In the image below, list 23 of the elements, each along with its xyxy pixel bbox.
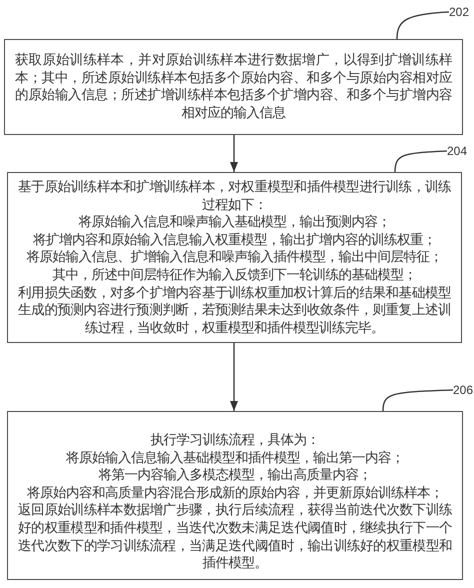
leader-line [396,11,450,40]
arrow [230,135,238,172]
leader-line [394,150,448,172]
process-box [7,172,462,343]
step-text: 将原始输入信息和噪声输入基础模型，输出预测内容； [78,214,392,232]
process-box [4,39,463,135]
step-text: 其中，所述中间层特征作为输入反馈到下一轮训练的基础模型； [52,266,418,285]
process-box [7,411,463,580]
step-text: 执行学习训练流程，具体为： [150,432,320,450]
step-text: 利用损失函数，对多个扩增内容基于训练权重加权计算后的结果和基础模型生成的预测内容进行预测判断，若预测结果未达到收敛条件，则重复上述训练过程，当收敛时，权重模型和插件模型训练完毕。 [18,284,451,338]
step-text: 基于原始训练样本和扩增训练样本，对权重模型和插件模型进行训练，训练过程如下： [18,179,451,214]
step-text: 将原始输入信息、扩增输入信息和噪声输入插件模型，输出中间层特征； [26,249,444,267]
reference-numeral: 202 [449,5,470,19]
reference-numeral: 206 [453,383,474,397]
step-text: 将原始内容和高质量内容混合形成新的原始内容，并更新原始训练样本； [26,484,444,502]
step-text: 获取原始训练样本，并对原始训练样本进行数据增广，以得到扩增训练样本；其中，所述原始训练样本包括多个原始内容、和多个与原始内容相对应的原始输入信息；所述扩增训练样本包括多个扩增内容、和多个与扩增内容相对应的输入信息 [15,52,452,122]
step-text: 将第一内容输入多模态模型，输出高质量内容； [98,467,372,485]
step-text: 将原始输入信息输入基础模型和插件模型，输出第一内容； [65,450,405,468]
arrow [230,343,238,411]
step-text: 将扩增内容和原始输入信息输入权重模型，输出扩增内容的训练权重； [32,232,437,250]
reference-numeral: 204 [447,144,468,158]
leader-line [382,389,454,412]
step-text: 返回原始训练样本数据增广步骤，执行后续流程，获得当前迭代次数下训练好的权重模型和插件模型，当迭代次数未满足迭代阈值时，继续执行下一个迭代次数下的学习训练流程，当满足迭代阈值时，输出训练好的权重模型和插件模型。 [18,502,452,573]
